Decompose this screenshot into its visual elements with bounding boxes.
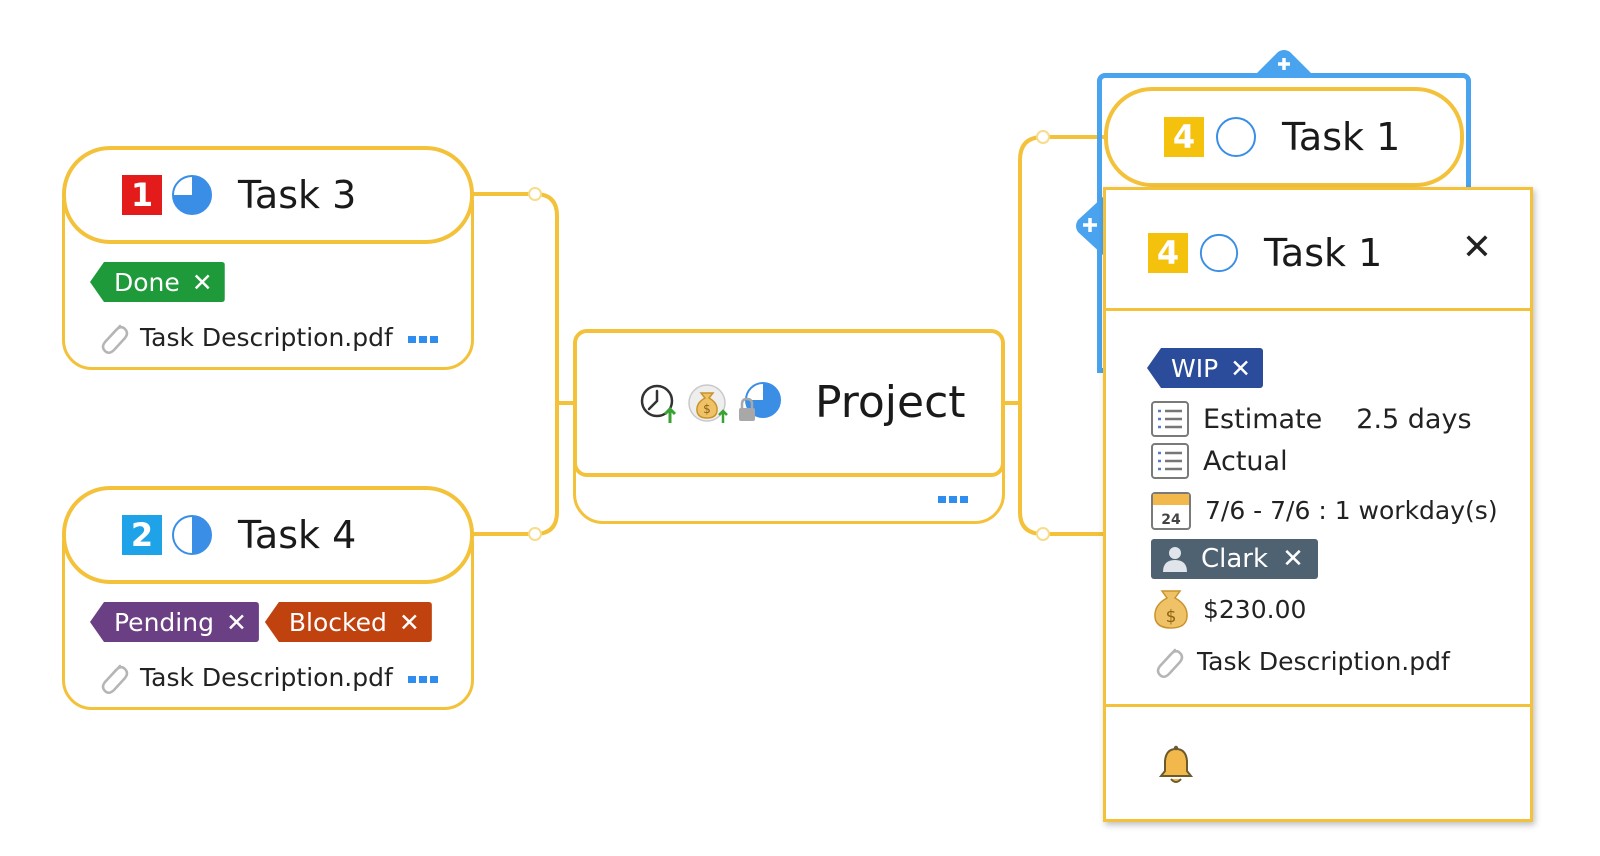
tag-done[interactable]: Done ✕ bbox=[90, 262, 225, 302]
remove-tag-icon[interactable]: ✕ bbox=[191, 267, 213, 297]
clock-up-icon bbox=[640, 384, 677, 423]
task4-node[interactable]: 2 Task 4 bbox=[62, 486, 474, 584]
priority-2-icon: 2 bbox=[122, 515, 162, 555]
estimate-label: Estimate bbox=[1203, 403, 1323, 435]
tag-label: Blocked bbox=[288, 607, 387, 637]
progress-0-icon bbox=[1216, 117, 1256, 157]
progress-0-icon bbox=[1199, 233, 1239, 273]
priority-4-icon: 4 bbox=[1164, 117, 1204, 157]
priority-4-icon: 4 bbox=[1148, 233, 1188, 273]
svg-text:$: $ bbox=[703, 402, 711, 416]
calendar-day: 24 bbox=[1161, 512, 1181, 528]
panel-tags: WIP ✕ bbox=[1147, 348, 1264, 388]
lock-pie-icon bbox=[739, 382, 781, 421]
assignee-chip[interactable]: Clark ✕ bbox=[1151, 539, 1318, 579]
attachment-row[interactable]: Task Description.pdf bbox=[1151, 642, 1450, 680]
tag-label: Pending bbox=[114, 607, 214, 637]
panel-footer bbox=[1106, 704, 1530, 819]
project-title: Project bbox=[815, 377, 966, 428]
cost-value: $230.00 bbox=[1203, 594, 1307, 624]
task4-tags: Pending ✕ Blocked ✕ bbox=[90, 602, 432, 642]
tag-blocked[interactable]: Blocked ✕ bbox=[264, 602, 432, 642]
attachment-name: Task Description.pdf bbox=[1197, 646, 1450, 676]
task3-tags: Done ✕ bbox=[90, 262, 225, 302]
bell-icon[interactable] bbox=[1158, 745, 1194, 785]
actual-row[interactable]: Actual bbox=[1151, 443, 1288, 479]
task3-title: Task 3 bbox=[238, 173, 357, 217]
tag-wip[interactable]: WIP ✕ bbox=[1147, 348, 1264, 388]
money-bag-icon: $ bbox=[1154, 590, 1188, 629]
svg-text:$: $ bbox=[1166, 607, 1177, 627]
add-parent-icon[interactable] bbox=[1254, 50, 1314, 76]
actual-label: Actual bbox=[1203, 445, 1288, 477]
panel-title: Task 1 bbox=[1264, 231, 1383, 275]
paperclip-icon bbox=[1156, 648, 1184, 678]
more-icon[interactable] bbox=[938, 496, 968, 503]
task-details-panel: 4 Task 1 ✕ WIP ✕ Estimate 2.5 days Actua… bbox=[1103, 187, 1533, 822]
add-sibling-icon[interactable] bbox=[1074, 196, 1104, 256]
panel-header: 4 Task 1 ✕ bbox=[1106, 190, 1530, 311]
tag-label: Done bbox=[114, 267, 180, 297]
tag-pending[interactable]: Pending ✕ bbox=[90, 602, 259, 642]
paperclip-icon bbox=[101, 324, 129, 354]
estimate-row[interactable]: Estimate 2.5 days bbox=[1151, 401, 1472, 437]
task3-attachment[interactable]: Task Description.pdf bbox=[96, 318, 393, 356]
project-node[interactable]: $ Project bbox=[573, 329, 1005, 477]
list-icon bbox=[1151, 401, 1189, 437]
dates-row[interactable]: 24 7/6 - 7/6 : 1 workday(s) bbox=[1151, 490, 1498, 530]
task4-title: Task 4 bbox=[238, 513, 357, 557]
money-bag-up-icon: $ bbox=[688, 384, 728, 423]
calendar-icon: 24 bbox=[1151, 492, 1191, 530]
priority-1-icon: 1 bbox=[122, 175, 162, 215]
remove-tag-icon[interactable]: ✕ bbox=[225, 607, 247, 637]
progress-50-icon bbox=[172, 515, 212, 555]
close-icon[interactable]: ✕ bbox=[1461, 227, 1492, 268]
person-icon bbox=[1163, 547, 1187, 572]
task1-node[interactable]: 4 Task 1 bbox=[1104, 87, 1464, 187]
attachment-name: Task Description.pdf bbox=[140, 662, 393, 692]
attachment-name: Task Description.pdf bbox=[140, 322, 393, 352]
remove-tag-icon[interactable]: ✕ bbox=[1230, 353, 1252, 383]
remove-tag-icon[interactable]: ✕ bbox=[398, 607, 420, 637]
cost-row[interactable]: $ $230.00 bbox=[1151, 588, 1306, 630]
dates-value: 7/6 - 7/6 : 1 workday(s) bbox=[1205, 495, 1498, 525]
estimate-value: 2.5 days bbox=[1356, 403, 1472, 435]
progress-75-icon bbox=[172, 175, 212, 215]
paperclip-icon bbox=[101, 664, 129, 694]
more-icon[interactable] bbox=[408, 676, 438, 683]
assignee-name: Clark bbox=[1201, 544, 1269, 574]
tag-label: WIP bbox=[1171, 353, 1219, 383]
list-icon bbox=[1151, 443, 1189, 479]
task1-title: Task 1 bbox=[1282, 115, 1401, 159]
more-icon[interactable] bbox=[408, 336, 438, 343]
task4-attachment[interactable]: Task Description.pdf bbox=[96, 658, 393, 696]
task3-node[interactable]: 1 Task 3 bbox=[62, 146, 474, 244]
remove-assignee-icon[interactable]: ✕ bbox=[1282, 544, 1304, 574]
